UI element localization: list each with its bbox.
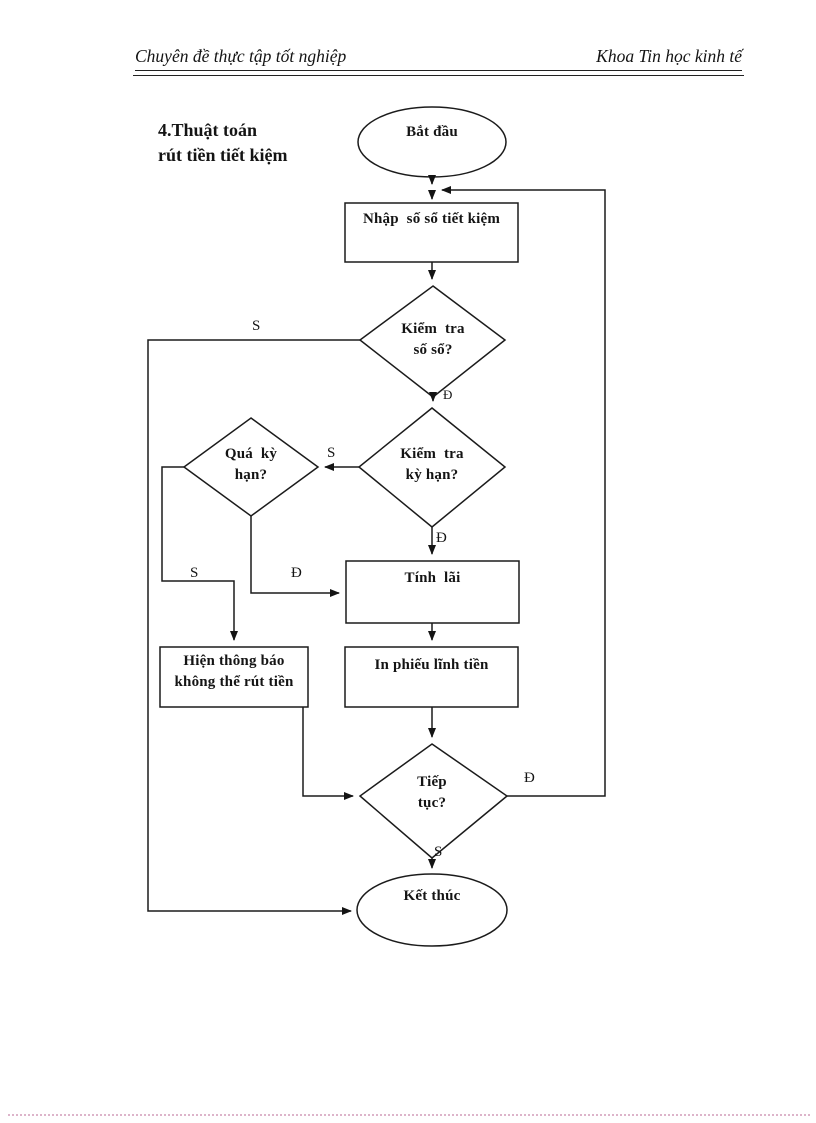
flow-node-print-slip: In phiếu lĩnh tiền	[374, 657, 489, 673]
flow-decision-continue: Tiếp tục?	[417, 774, 447, 811]
start-terminator-shape	[357, 106, 507, 178]
page-bottom-rule	[8, 1114, 810, 1116]
connector-overdue-yes-interest	[250, 516, 340, 597]
flow-decision-check-term: Kiểm tra kỳ hạn?	[400, 446, 464, 483]
connector-notice-continue	[302, 707, 354, 800]
edge-label-check-passbook-no: S	[252, 318, 261, 334]
flow-node-input-passbook: Nhập số sổ tiết kiệm	[362, 211, 501, 227]
flow-node-end: Kết thúc	[403, 888, 461, 904]
edge-label-check-passbook-yes: Đ	[443, 387, 453, 402]
connector-overdue-no-notice	[161, 466, 238, 641]
flow-decision-overdue: Quá kỳ hạn?	[224, 446, 278, 483]
flow-node-show-notice: Hiện thông báo không thể rút tiền	[174, 653, 294, 690]
section-title: 4.Thuật toán rút tiền tiết kiệm	[158, 120, 288, 165]
edge-label-check-term-yes: Đ	[436, 530, 447, 546]
notice-process-shape	[159, 646, 309, 708]
header-rule	[133, 75, 744, 76]
header-right-text: Khoa Tin học kinh tế	[596, 46, 742, 66]
end-terminator-shape	[356, 873, 508, 947]
edge-label-continue-yes: Đ	[524, 770, 535, 786]
connector-continue-yes-loop	[441, 186, 606, 797]
flow-node-compute-interest: Tính lãi	[404, 570, 461, 586]
edge-label-overdue-no: S	[190, 565, 199, 581]
connector-checkpassbook-no-end	[147, 339, 360, 915]
page-header: Chuyên đề thực tập tốt nghiệp Khoa Tin h…	[135, 46, 742, 71]
flow-decision-check-passbook: Kiểm tra số sổ?	[401, 321, 465, 358]
edge-label-check-term-no: S	[327, 445, 336, 461]
header-left-text: Chuyên đề thực tập tốt nghiệp	[135, 46, 347, 66]
flow-node-start: Bắt đầu	[406, 124, 458, 140]
edge-label-overdue-yes: Đ	[291, 565, 302, 581]
edge-label-continue-no: S	[434, 844, 443, 860]
